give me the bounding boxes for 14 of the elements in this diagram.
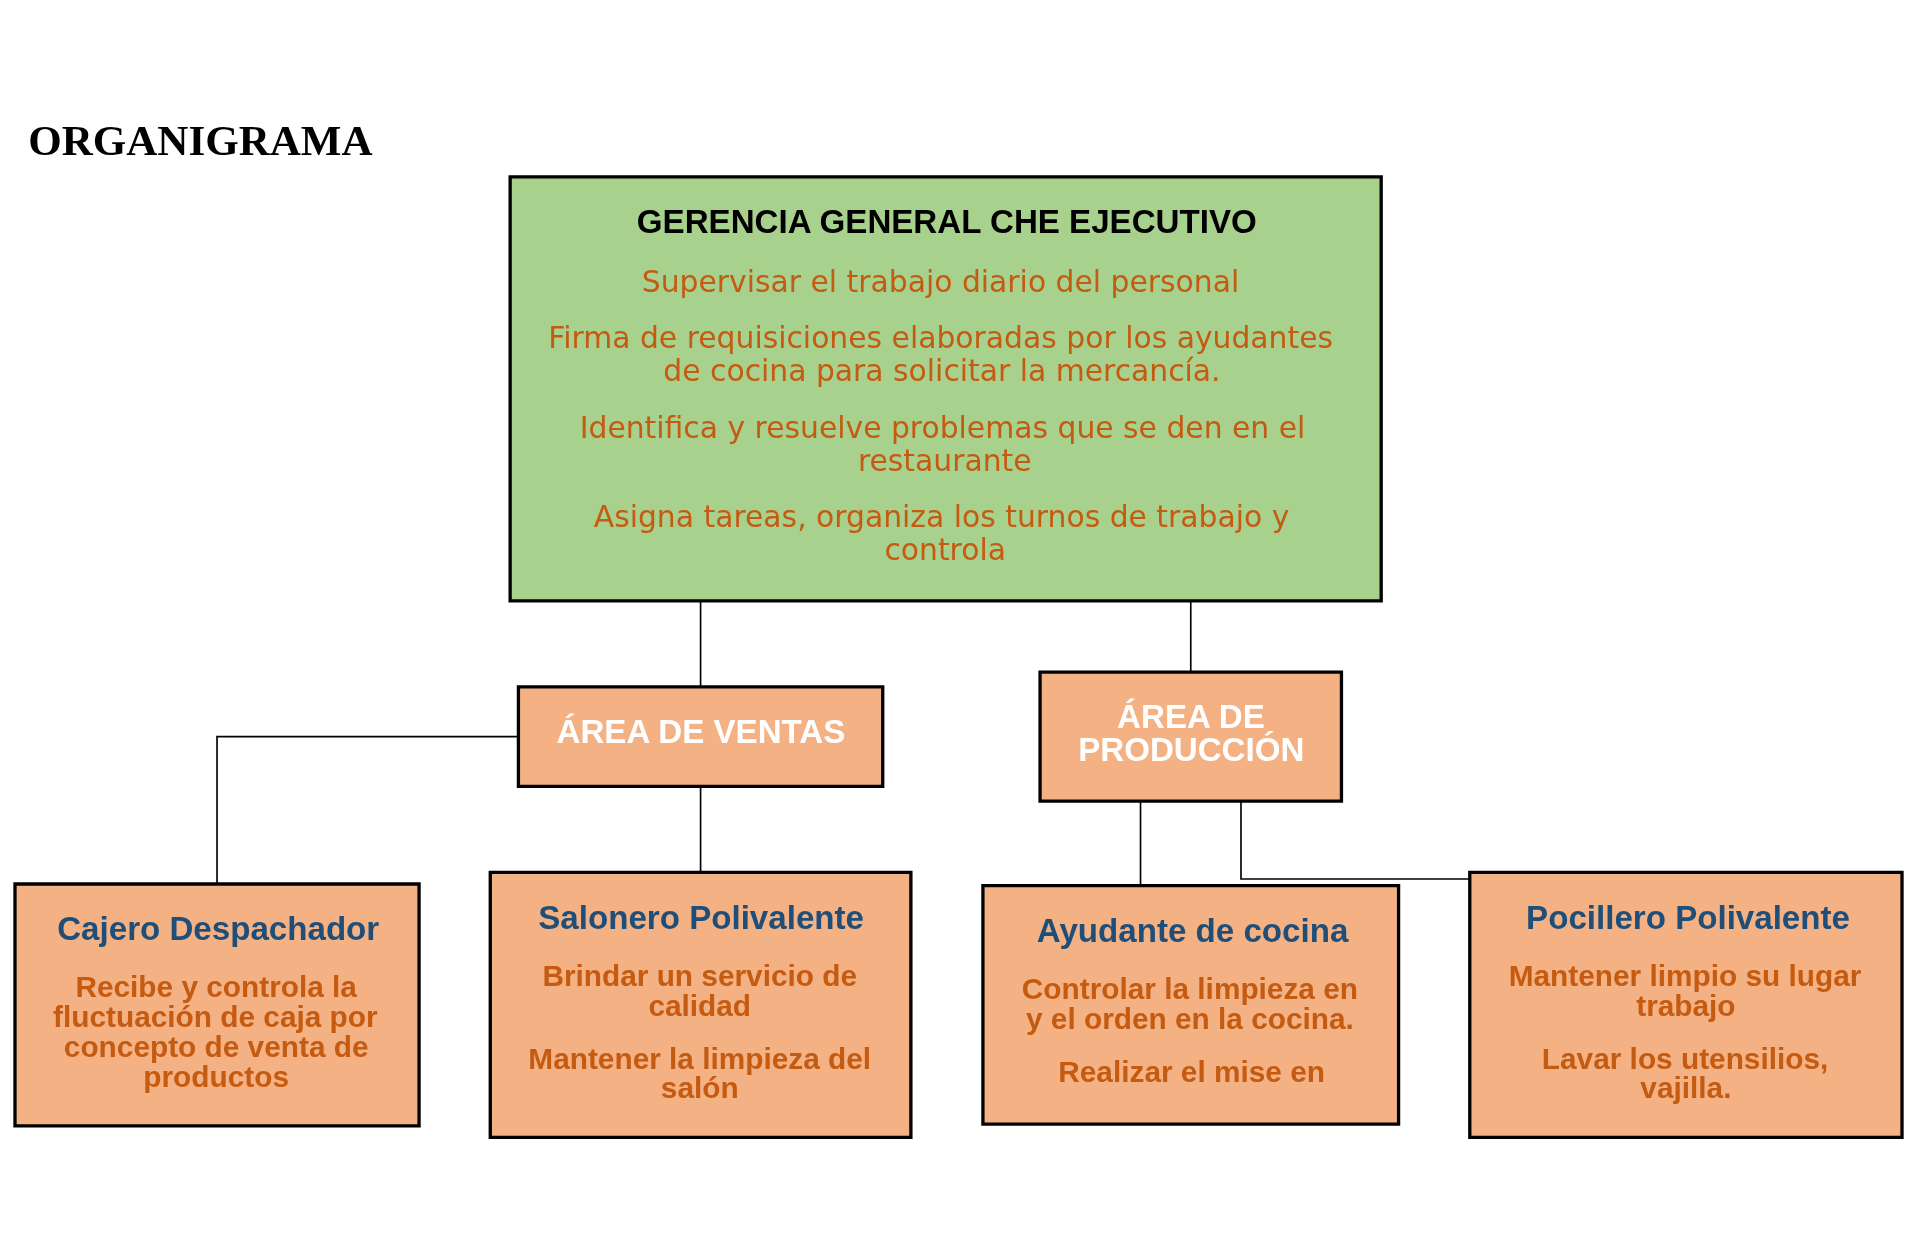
connector (1240, 800, 1471, 880)
connector (699, 785, 702, 873)
node-box: ÁREA DE PRODUCCIÓN (1038, 670, 1344, 803)
node-box: GERENCIA GENERAL CHE EJECUTIVO Supervisar el trabajo diario del personal Firma de requisiciones elaboradas por los ayudantes de cocina para solicitar la mercancía. Identifica y resuelve problemas que se den en el restaurante Asigna tareas, organiza los turnos de trabajo y controla (508, 175, 1383, 603)
node-box: Ayudante de cocina Controlar la limpieza en y el orden en la cocina. Realizar el mise en (981, 884, 1401, 1126)
connector (699, 600, 702, 688)
node-box: Salonero Polivalente Brindar un servicio de calidad Mantener la limpieza del salón (488, 870, 913, 1140)
node-box: Cajero Despachador Recibe y controla la fluctuación de caja por concepto de venta de productos (13, 882, 421, 1128)
connector (216, 735, 519, 885)
connector (1189, 600, 1192, 673)
connector (1139, 800, 1142, 887)
diagram-title: ORGANIGRAMA (28, 117, 373, 165)
node-box: Pocillero Polivalente Mantener limpio su lugar trabajo Lavar los utensilios, vajilla. (1468, 870, 1904, 1140)
node-box: ÁREA DE VENTAS (516, 685, 885, 788)
